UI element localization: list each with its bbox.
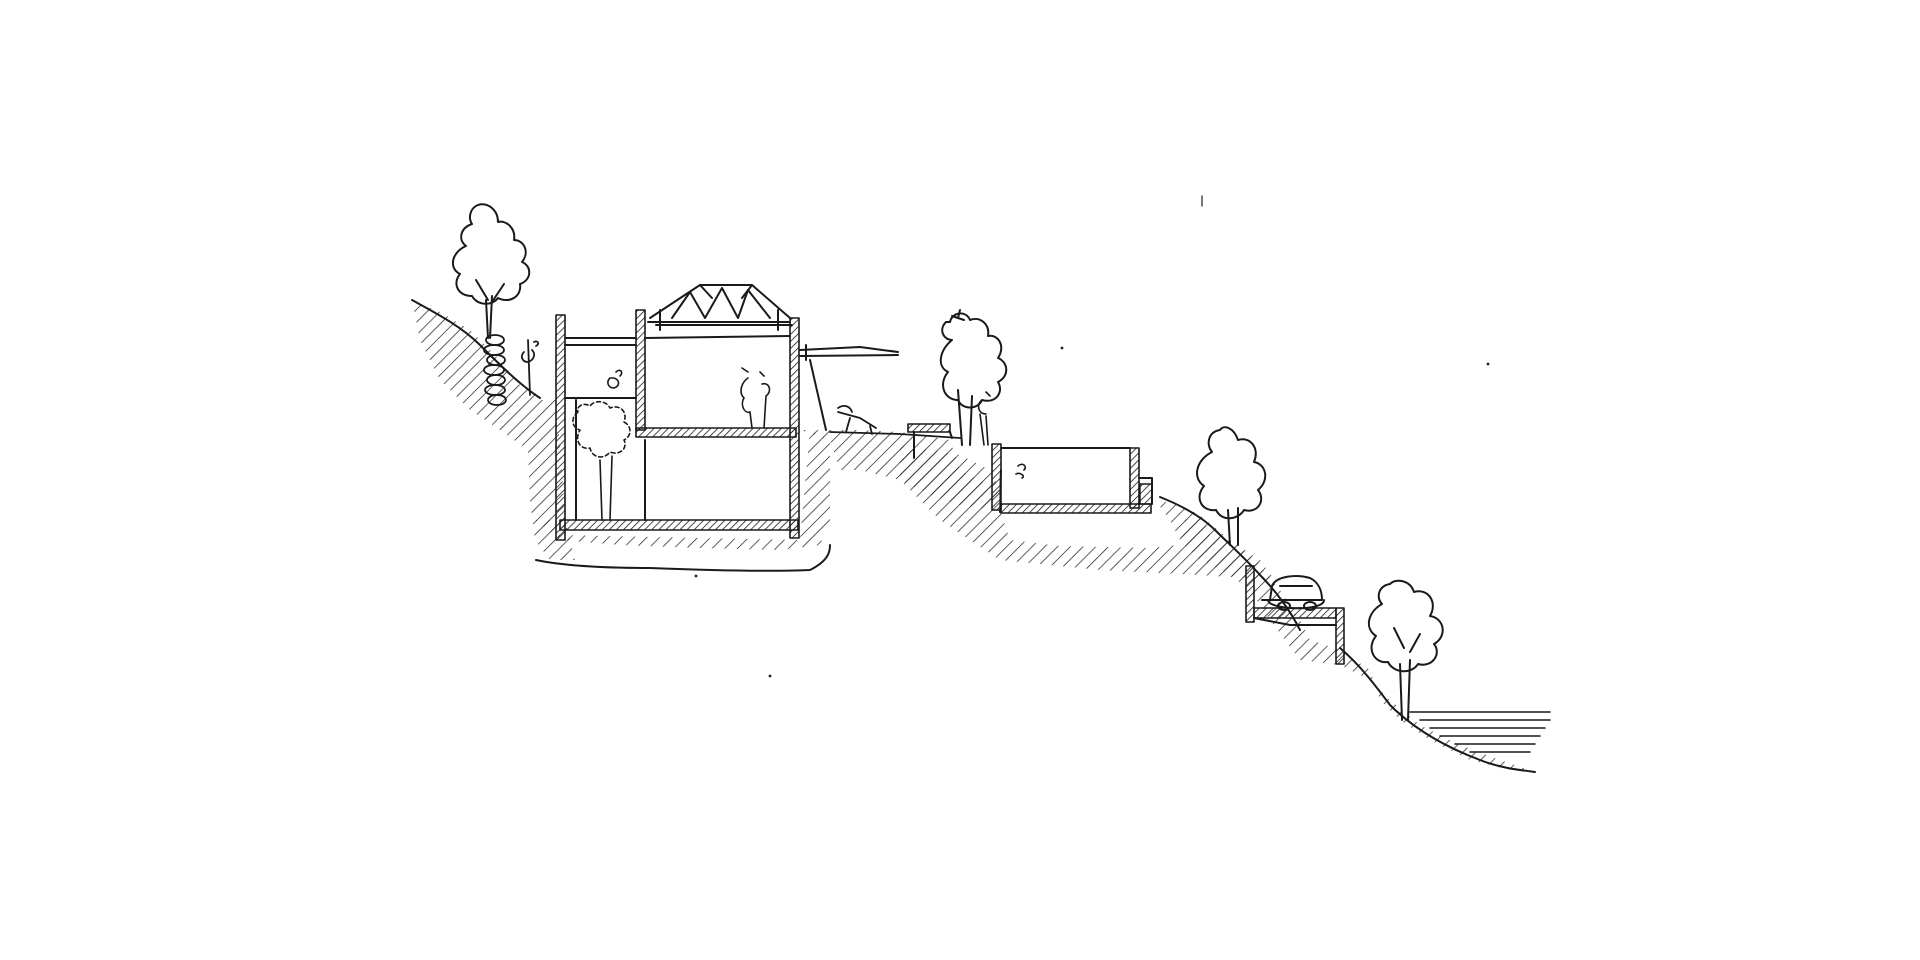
swimming-pool-section [991, 443, 1153, 514]
swimmer-figure-icon [1015, 463, 1027, 479]
small-plant-icon [521, 339, 540, 396]
child-figure-icon [977, 391, 991, 446]
left-hill-ground [412, 300, 575, 560]
house-section [555, 309, 800, 541]
person-figure-icon [607, 367, 771, 429]
lounge-chair-icon [829, 405, 961, 439]
sketch-dots [694, 195, 1490, 678]
left-hill-tree-icon [451, 203, 531, 339]
lower-tree-icon [1367, 579, 1444, 721]
stacked-stone-column-icon [483, 334, 507, 406]
terrace-bench-icon [907, 423, 953, 459]
car-icon [1261, 575, 1325, 611]
interior-tree-icon [572, 400, 631, 521]
roof-truss [647, 284, 793, 331]
water-lines [1409, 711, 1551, 753]
terrace-tree-icon [939, 309, 1008, 446]
house-foundation-ground [535, 430, 830, 550]
cantilever-canopy [799, 344, 899, 431]
slope-tree-icon [1196, 426, 1267, 546]
